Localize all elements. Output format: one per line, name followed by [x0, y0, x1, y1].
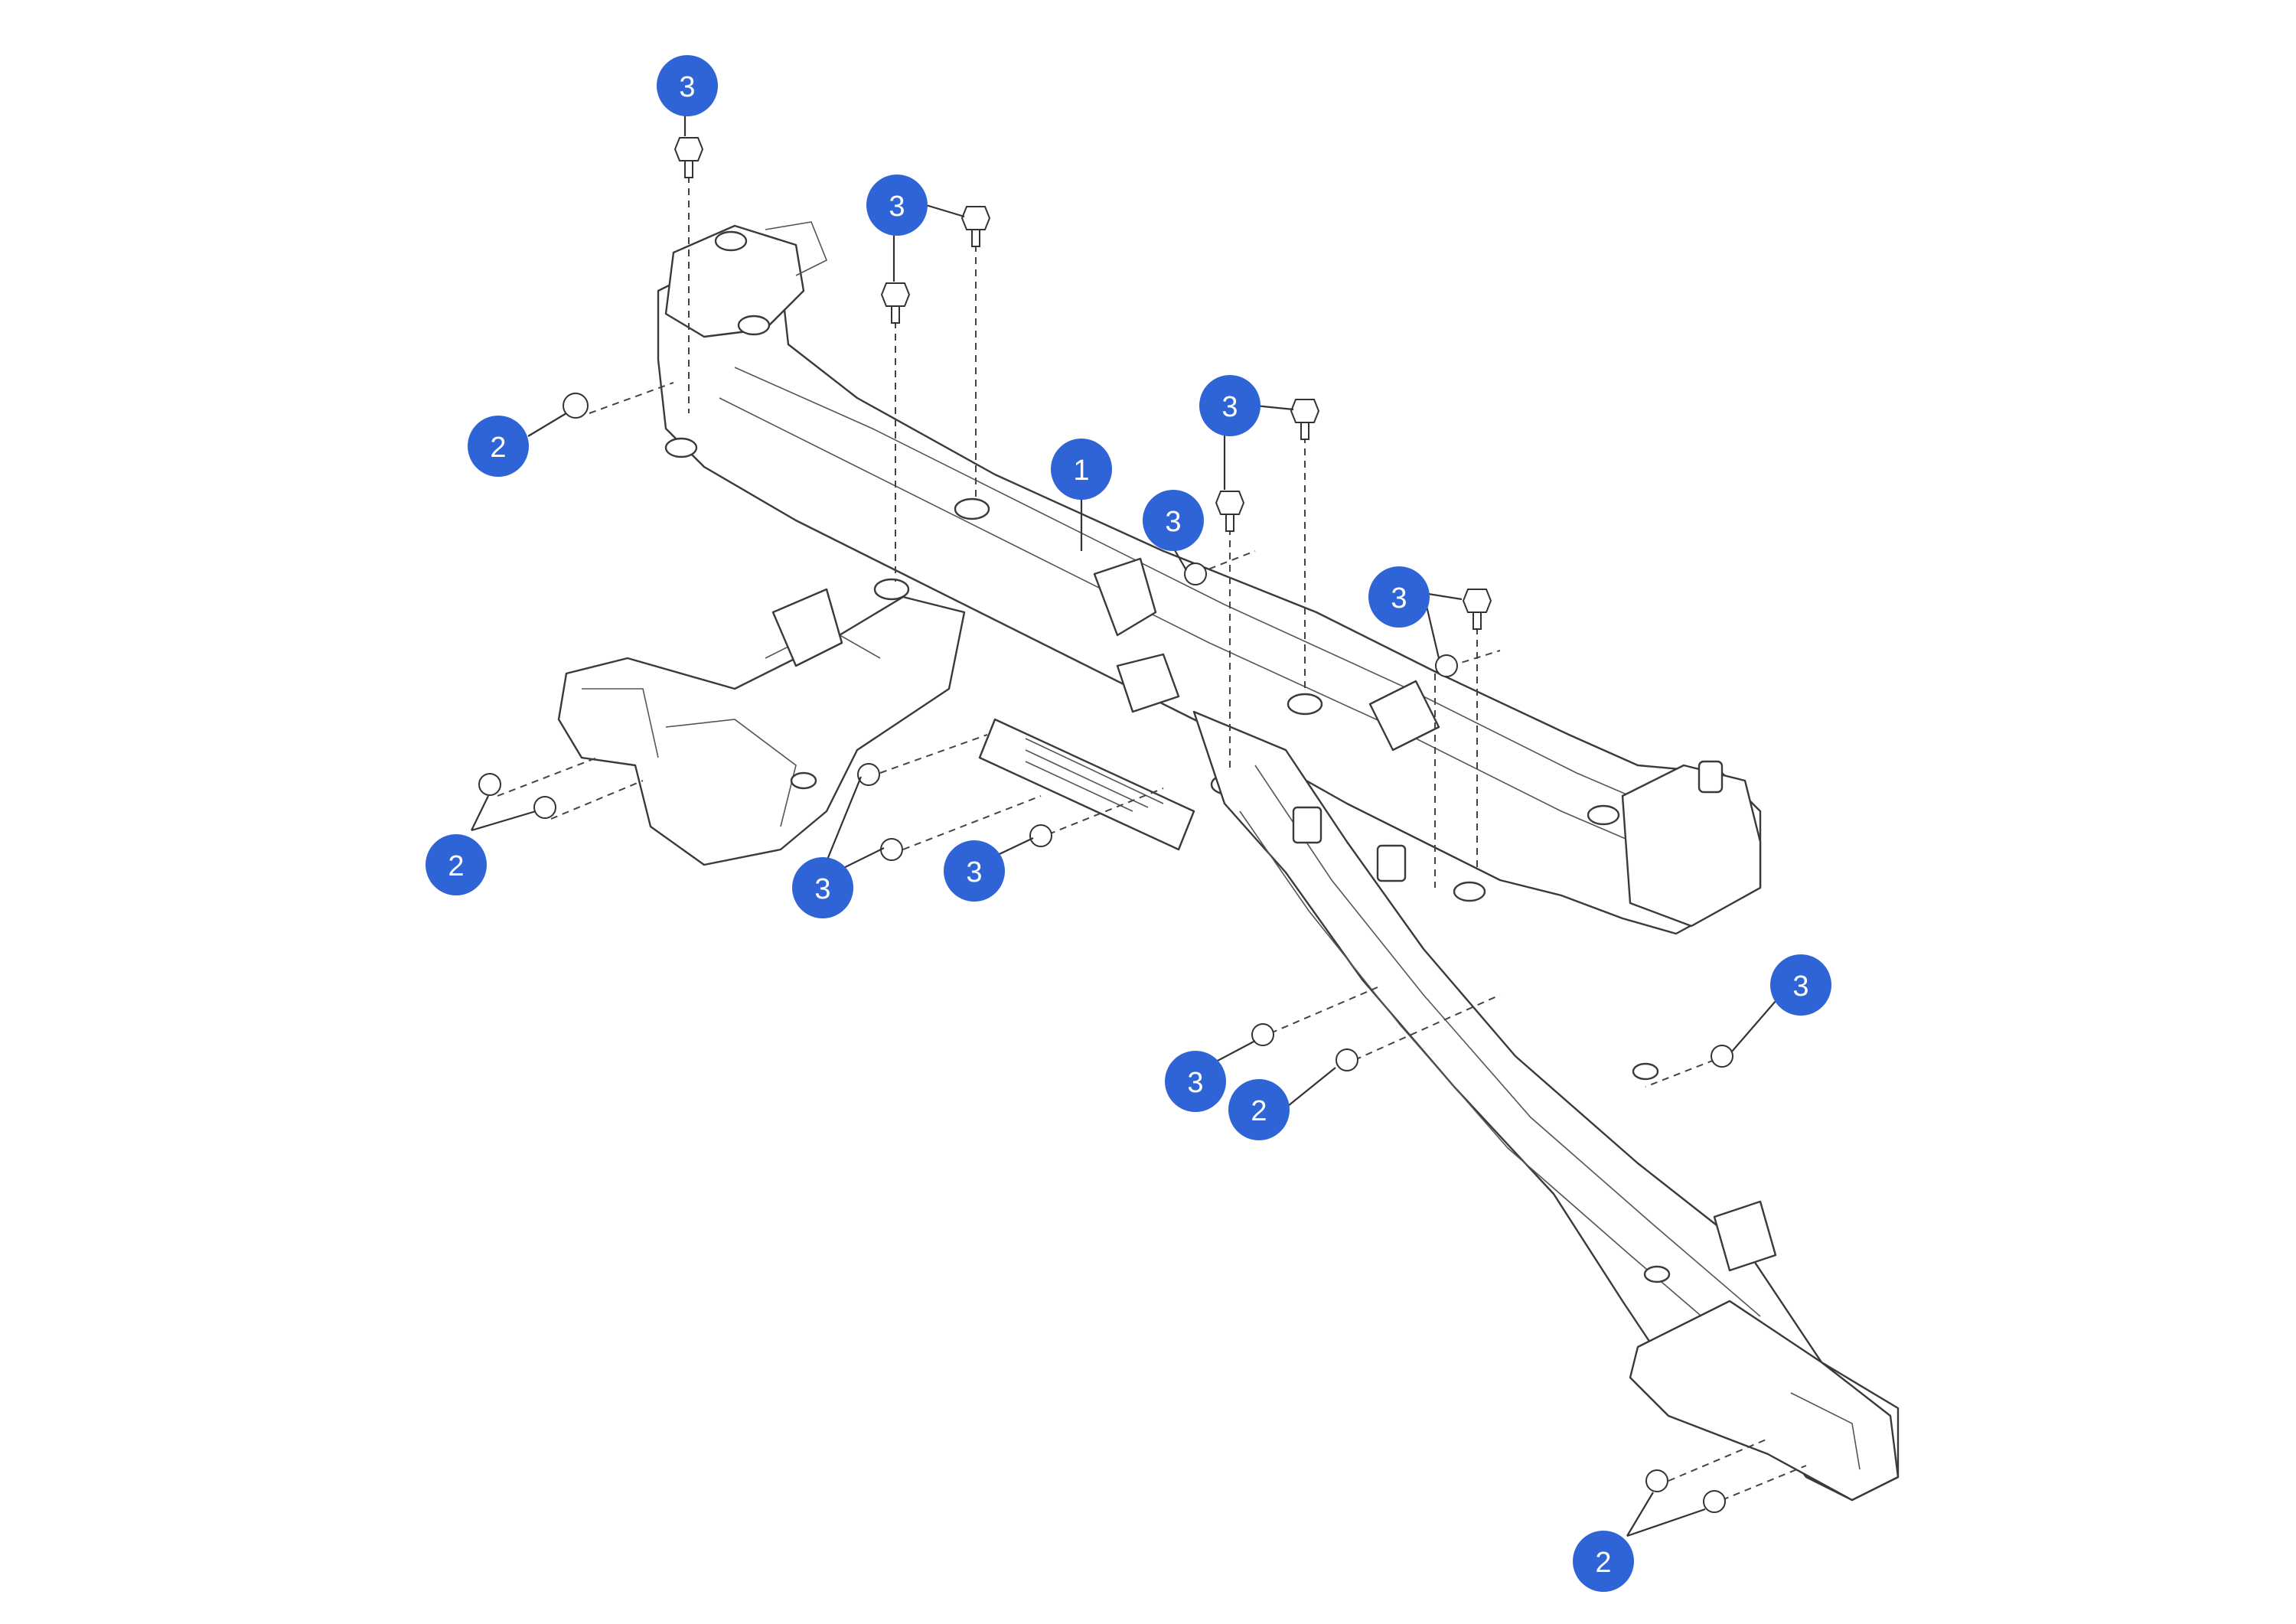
label-plate	[978, 718, 1195, 851]
svg-text:3: 3	[966, 856, 982, 889]
callout-2-left: 2	[426, 834, 487, 895]
callout-2-middle-lower: 2	[1228, 1079, 1290, 1140]
callout-3-lower-left: 3	[792, 857, 853, 918]
callout-3-upper-right: 3	[1199, 375, 1261, 436]
lower-foot-bracket	[1629, 1300, 1900, 1502]
callout-3-right: 3	[1368, 566, 1430, 628]
cross-member-assembly	[657, 221, 1762, 935]
svg-text:2: 2	[490, 432, 506, 464]
svg-text:3: 3	[679, 71, 695, 103]
callout-3-top-middle: 3	[866, 174, 928, 236]
callout-3-lower-middle: 3	[1165, 1051, 1226, 1112]
callout-3-lower-right: 3	[1770, 954, 1831, 1016]
svg-text:2: 2	[1251, 1095, 1267, 1127]
svg-text:2: 2	[448, 850, 464, 882]
svg-text:3: 3	[1165, 506, 1181, 538]
svg-text:3: 3	[1391, 582, 1407, 615]
fasteners	[478, 137, 1807, 1513]
bolt-heads	[478, 137, 1733, 1513]
callout-2-bottom: 2	[1573, 1531, 1634, 1592]
svg-text:3: 3	[1792, 970, 1808, 1003]
callout-3-top-left: 3	[657, 55, 718, 116]
diagonal-support-arm	[1192, 710, 1900, 1502]
right-end-bracket	[1621, 764, 1762, 928]
svg-text:3: 3	[1187, 1067, 1203, 1099]
svg-text:1: 1	[1073, 455, 1089, 487]
callout-3-lower-center: 3	[944, 840, 1005, 902]
svg-text:3: 3	[1221, 391, 1238, 423]
callout-3-middle: 3	[1143, 490, 1204, 551]
svg-text:3: 3	[814, 873, 830, 905]
callout-2-upper-left: 2	[468, 416, 529, 477]
callouts: 1 2 2 2 2 3 3 3	[426, 55, 1831, 1592]
svg-text:2: 2	[1595, 1547, 1611, 1579]
left-upper-tower	[664, 224, 805, 338]
left-support-arm	[557, 588, 966, 866]
svg-text:3: 3	[889, 191, 905, 223]
callout-1: 1	[1051, 439, 1112, 500]
